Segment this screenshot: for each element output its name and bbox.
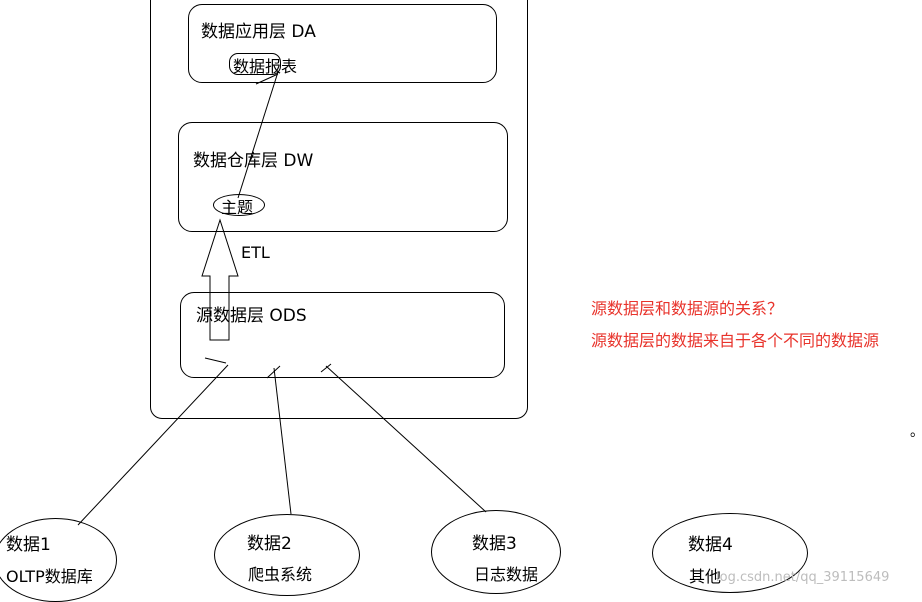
source-4-ellipse	[652, 513, 808, 593]
subject-item-label: 主题	[221, 198, 254, 217]
warehouse-container	[150, 0, 528, 419]
data-warehouse-layer	[178, 122, 508, 232]
ods-layer-title: 源数据层 ODS	[196, 306, 307, 326]
source-4-name: 数据4	[688, 535, 733, 555]
watermark: log.csdn.net/qq_39115649	[716, 570, 890, 585]
relation-question: 源数据层和数据源的关系？	[591, 299, 784, 318]
source-2-name: 数据2	[247, 534, 292, 554]
source-2-desc: 爬虫系统	[248, 565, 313, 584]
trailing-period: 。	[910, 421, 922, 441]
report-item-label: 数据报表	[233, 57, 298, 76]
source-3-ellipse	[431, 510, 561, 594]
source-data-layer	[180, 292, 505, 378]
source-3-desc: 日志数据	[474, 565, 539, 584]
source-4-desc: 其他	[689, 567, 722, 586]
source-1-desc: OLTP数据库	[6, 567, 93, 586]
source-3-name: 数据3	[472, 534, 517, 554]
subject-item-outline	[213, 194, 265, 216]
da-layer-title: 数据应用层 DA	[201, 22, 316, 42]
source-1-ellipse	[0, 518, 117, 602]
dw-layer-title: 数据仓库层 DW	[193, 151, 314, 171]
relation-answer: 源数据层的数据来自于各个不同的数据源	[591, 331, 880, 350]
data-application-layer	[188, 4, 497, 83]
etl-label: ETL	[241, 243, 270, 262]
report-item-outline	[229, 53, 281, 75]
source-1-name: 数据1	[6, 535, 51, 555]
